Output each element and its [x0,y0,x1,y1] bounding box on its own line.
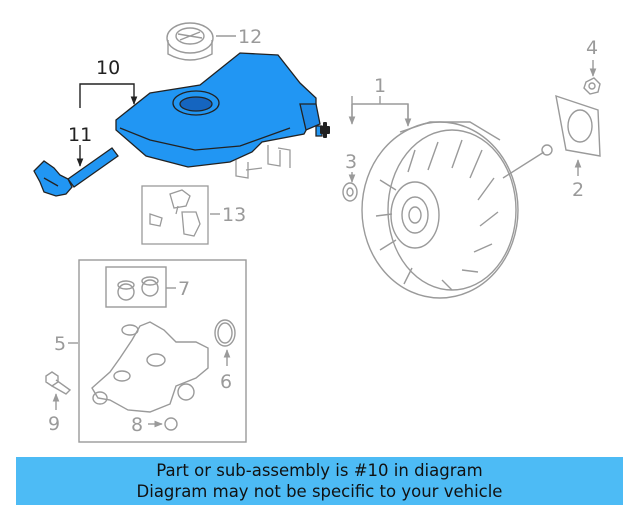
callout-2: 2 [572,179,584,201]
reservoir-fittings [235,145,291,179]
parts-diagram: 12 10 11 13 [33,22,601,443]
callout-13: 13 [222,204,246,226]
callout-7: 7 [178,278,190,300]
callout-12: 12 [238,26,262,48]
plug-part-8 [164,417,178,431]
reservoir-cap-part-12 [166,22,214,61]
callout-3: 3 [345,151,357,173]
info-banner: Part or sub-assembly is #10 in diagram D… [16,457,623,505]
callout-6: 6 [220,371,232,393]
callout-1: 1 [374,75,386,97]
o-ring-part-6 [214,319,236,347]
leader-line-1 [351,96,409,124]
bolt-part-9 [45,371,72,395]
banner-line-2: Diagram may not be specific to your vehi… [136,482,503,501]
banner-line-1: Part or sub-assembly is #10 in diagram [156,461,483,480]
callout-5: 5 [54,333,66,355]
callout-4: 4 [586,37,598,59]
callout-10: 10 [96,57,120,79]
reservoir-nipple [320,122,330,138]
brake-fluid-reservoir-part-10 [115,52,323,168]
callout-11: 11 [68,124,92,146]
reservoir-hose-part-11 [33,147,119,197]
master-cylinder-part-5 [78,259,247,443]
brake-booster-part-1 [361,121,553,299]
callout-9: 9 [48,413,60,435]
leader-line-10 [79,83,138,108]
gasket-part-2 [555,94,601,157]
nut-part-4 [583,77,601,95]
callout-8: 8 [131,414,143,436]
sensor-part-13 [141,185,209,245]
grommet-part-3 [342,182,358,202]
